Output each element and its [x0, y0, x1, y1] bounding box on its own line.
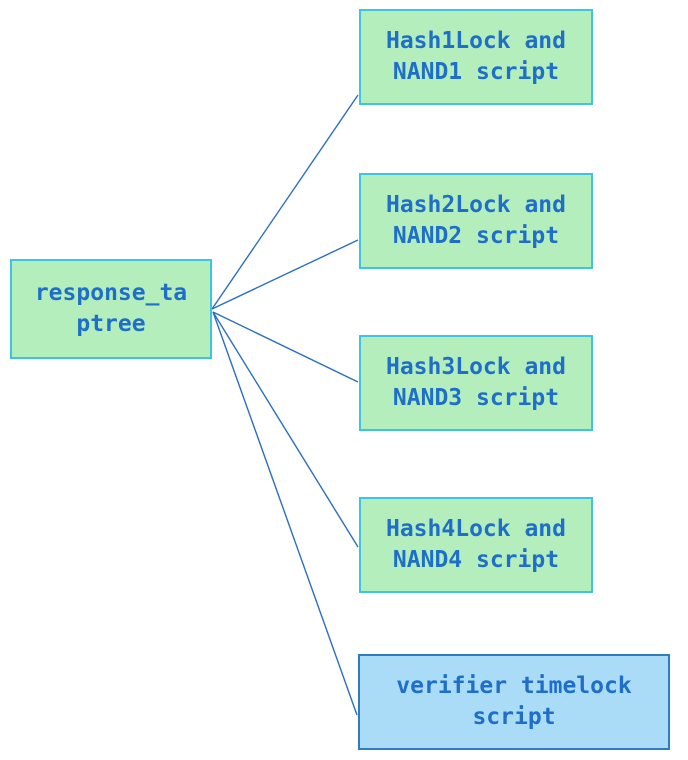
node-response-taptree[interactable]: response_ta ptree — [10, 259, 212, 359]
edge-root-to-leaf2 — [211, 239, 359, 310]
node-hash1lock-nand1-script[interactable]: Hash1Lock and NAND1 script — [359, 9, 593, 105]
node-hash2lock-nand2-script[interactable]: Hash2Lock and NAND2 script — [359, 173, 593, 269]
node-hash4lock-nand4-script[interactable]: Hash4Lock and NAND4 script — [359, 497, 593, 593]
node-hash3lock-nand3-script[interactable]: Hash3Lock and NAND3 script — [359, 335, 593, 431]
edge-root-to-leaf4 — [212, 311, 359, 548]
node-verifier-timelock-script[interactable]: verifier timelock script — [358, 654, 670, 750]
edge-root-to-timelock — [212, 311, 358, 716]
edge-root-to-leaf1 — [211, 94, 359, 310]
edge-root-to-leaf3 — [212, 311, 359, 383]
